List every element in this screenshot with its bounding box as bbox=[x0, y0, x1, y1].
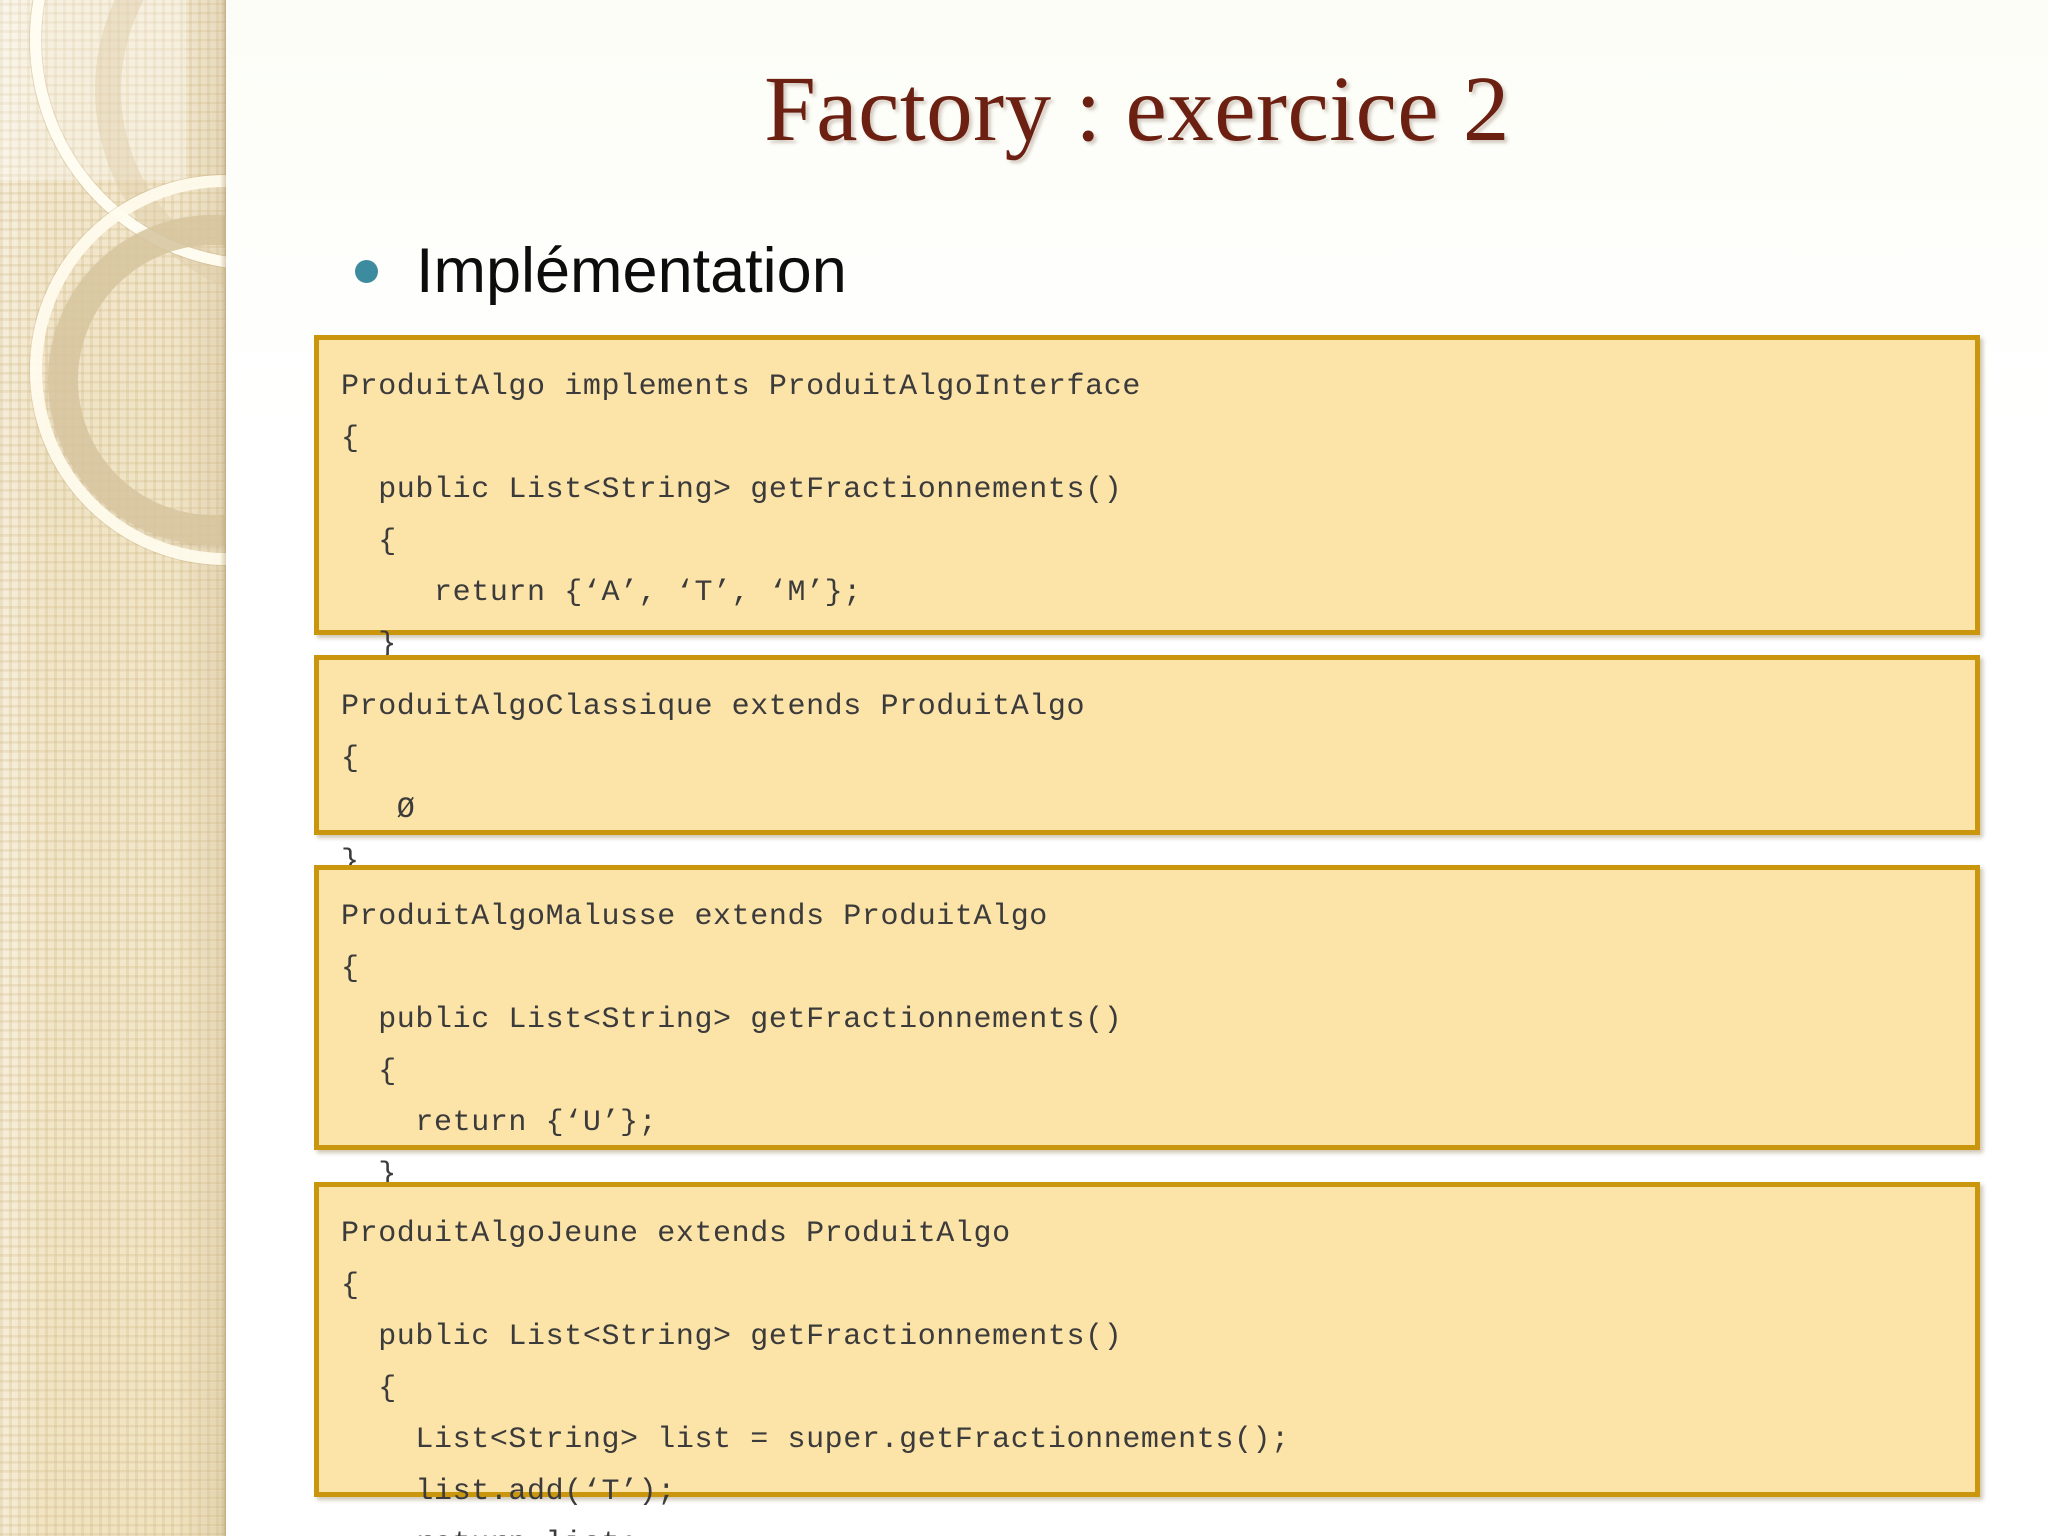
code-text: ProduitAlgoMalusse extends ProduitAlgo {… bbox=[341, 900, 1123, 1244]
code-text: ProduitAlgoClassique extends ProduitAlgo… bbox=[341, 690, 1086, 879]
bullet-item-label: Implémentation bbox=[416, 236, 847, 306]
code-text: ProduitAlgoJeune extends ProduitAlgo { p… bbox=[341, 1217, 1290, 1536]
slide-title: Factory : exercice 2 bbox=[764, 58, 1510, 161]
code-block-produit-algo: ProduitAlgo implements ProduitAlgoInterf… bbox=[314, 335, 1980, 714]
bullet-dot-icon bbox=[355, 260, 378, 283]
bullet-item-implementation: Implémentation bbox=[355, 240, 847, 303]
code-block-produit-algo-classique: ProduitAlgoClassique extends ProduitAlgo… bbox=[314, 655, 1980, 879]
band-right-edge bbox=[220, 0, 226, 1536]
code-block-produit-algo-jeune: ProduitAlgoJeune extends ProduitAlgo { p… bbox=[314, 1182, 1980, 1536]
decorative-side-band bbox=[0, 0, 226, 1536]
code-block-produit-algo-malusse: ProduitAlgoMalusse extends ProduitAlgo {… bbox=[314, 865, 1980, 1244]
code-text: ProduitAlgo implements ProduitAlgoInterf… bbox=[341, 370, 1141, 714]
